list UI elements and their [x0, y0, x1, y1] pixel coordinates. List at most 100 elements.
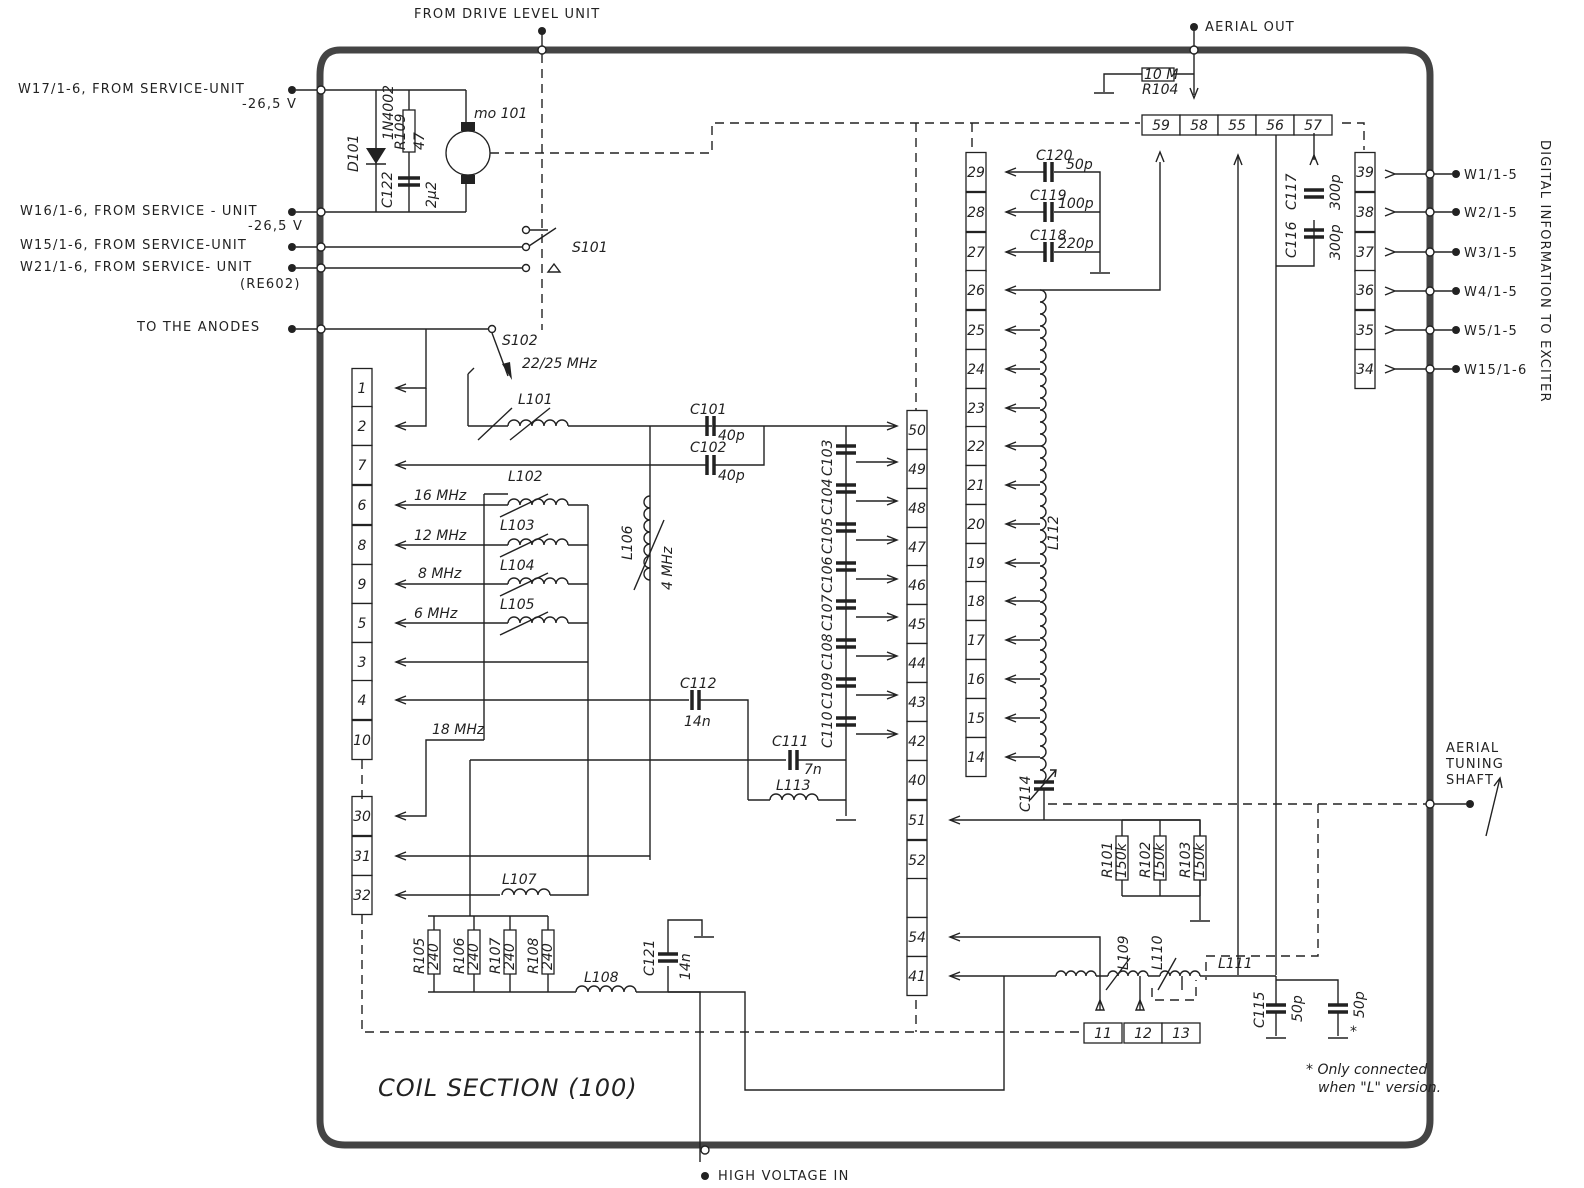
tap-wire: [1004, 325, 1040, 335]
center-pin-label: 43: [908, 695, 926, 711]
exciter-terminal: [1452, 170, 1460, 178]
bottom-pin-label: 11: [1094, 1026, 1112, 1042]
right-pin-label: 36: [1356, 283, 1374, 299]
bottom-pin-box: [1083, 1022, 1123, 1044]
l113-label: L113: [776, 778, 811, 794]
r108-label: R108: [526, 937, 542, 974]
aerial-out-label: AERIAL OUT: [1205, 20, 1295, 35]
cap-bank-label: C108: [820, 633, 836, 670]
aerial-tuning-label: SHAFT: [1446, 773, 1494, 788]
l112_taps-pin-label: 29: [967, 165, 985, 181]
cap-bank-wire: [856, 496, 899, 506]
l106-label: L106: [620, 525, 636, 560]
aerial-tuning-label: AERIAL: [1446, 741, 1499, 756]
left_upper-pin-label: 10: [353, 733, 371, 749]
top-pin-label: 58: [1190, 118, 1208, 134]
l111-label: L111: [1218, 956, 1253, 972]
center-pin-label: 40: [908, 773, 926, 789]
l108-coil: [575, 985, 637, 993]
freq-8: 8 MHz: [418, 566, 462, 582]
tuning-port: [1425, 799, 1435, 809]
c119-label: C119: [1030, 188, 1067, 204]
left_upper-pin-box: [351, 719, 373, 761]
left_upper-pin-label: 1: [358, 381, 367, 397]
l106-trim: [633, 519, 665, 591]
right-pin-box: [1354, 348, 1376, 390]
tap-wire: [1004, 441, 1040, 451]
l102-coil: [507, 498, 569, 506]
l112-coil: [1039, 289, 1047, 783]
c115-label: C115: [1252, 991, 1268, 1028]
wire: [1103, 73, 1142, 92]
pin54-wire: [950, 936, 1101, 1010]
anodes-terminal: [288, 325, 296, 333]
top-pin-label: 57: [1304, 118, 1322, 134]
c112-value: 14n: [684, 714, 711, 730]
top-pin-box: [1293, 114, 1333, 136]
freq-16: 16 MHz: [414, 488, 467, 504]
c122-label: C122: [380, 171, 396, 208]
center-pin-label: 50: [908, 423, 926, 439]
c118-label: C118: [1030, 228, 1067, 244]
center-pin-label: 41: [908, 969, 926, 985]
w15-port: [316, 242, 326, 252]
aerial-tuning-label: TUNING: [1445, 757, 1504, 772]
bottom-pin-box: [1161, 1022, 1201, 1044]
left_upper-pin-label: 4: [358, 693, 367, 709]
pin2-wire: [396, 388, 427, 427]
l107-coil: [501, 888, 551, 896]
section-title: COIL SECTION (100): [378, 1074, 638, 1102]
l112_taps-pin-box: [965, 151, 987, 193]
cap-bank-wire: [856, 535, 899, 545]
tap-wire: [1004, 558, 1040, 568]
c120-value: 50p: [1066, 157, 1093, 173]
tap-wire: [1004, 519, 1040, 529]
bottom-pin-label: 13: [1172, 1026, 1190, 1042]
c121-value: 14n: [678, 953, 694, 980]
s101-switch: [528, 227, 557, 247]
dash: [1205, 804, 1319, 980]
r105-resistor: [427, 929, 441, 975]
r104-value: 10 M: [1144, 67, 1178, 83]
c117-label: C117: [1284, 173, 1300, 210]
d101-label: D101: [346, 134, 362, 172]
l110-label: L110: [1150, 935, 1166, 970]
exciter-port: [1425, 325, 1435, 335]
left_lower-pin-label: 30: [353, 809, 371, 825]
coil-trims: [1105, 957, 1177, 991]
right-pin-label: 39: [1356, 165, 1374, 181]
w16-port: [316, 207, 326, 217]
left_lower-pin-label: 32: [353, 888, 371, 904]
c111-value: 7n: [804, 762, 822, 778]
cstar-wire: [1276, 979, 1339, 1036]
footnote-line: when "L" version.: [1318, 1080, 1441, 1096]
cap-c118-c120: [1043, 162, 1054, 262]
l101-label: L101: [518, 392, 553, 408]
l112_taps-pin-label: 27: [967, 245, 985, 261]
l112_taps-pin-label: 22: [967, 439, 985, 455]
arrow: [948, 815, 961, 825]
tap-wire: [1004, 713, 1040, 723]
hv-port: [700, 1145, 710, 1155]
r101-value: 150k: [1114, 842, 1130, 878]
wire: [668, 991, 701, 1140]
left_upper-pin-label: 8: [358, 538, 367, 554]
l112_taps-pin-label: 21: [967, 478, 985, 494]
coil-trims: [499, 493, 549, 636]
l108-label: L108: [584, 970, 619, 986]
left_upper-pin-box: [351, 484, 373, 526]
c114-trim: [1029, 769, 1057, 801]
r107-resistor: [503, 929, 517, 975]
r102-resistor: [1153, 835, 1167, 881]
motor-brush: [461, 175, 475, 184]
s101-contact: [521, 263, 531, 273]
l102-label: L102: [508, 469, 543, 485]
tuning-terminal: [1466, 800, 1474, 808]
internal-dash-line: [361, 760, 1084, 1033]
pin4-wire: [396, 699, 749, 800]
tap-wire: [1004, 674, 1040, 684]
cap-bank-label: C107: [820, 594, 836, 631]
